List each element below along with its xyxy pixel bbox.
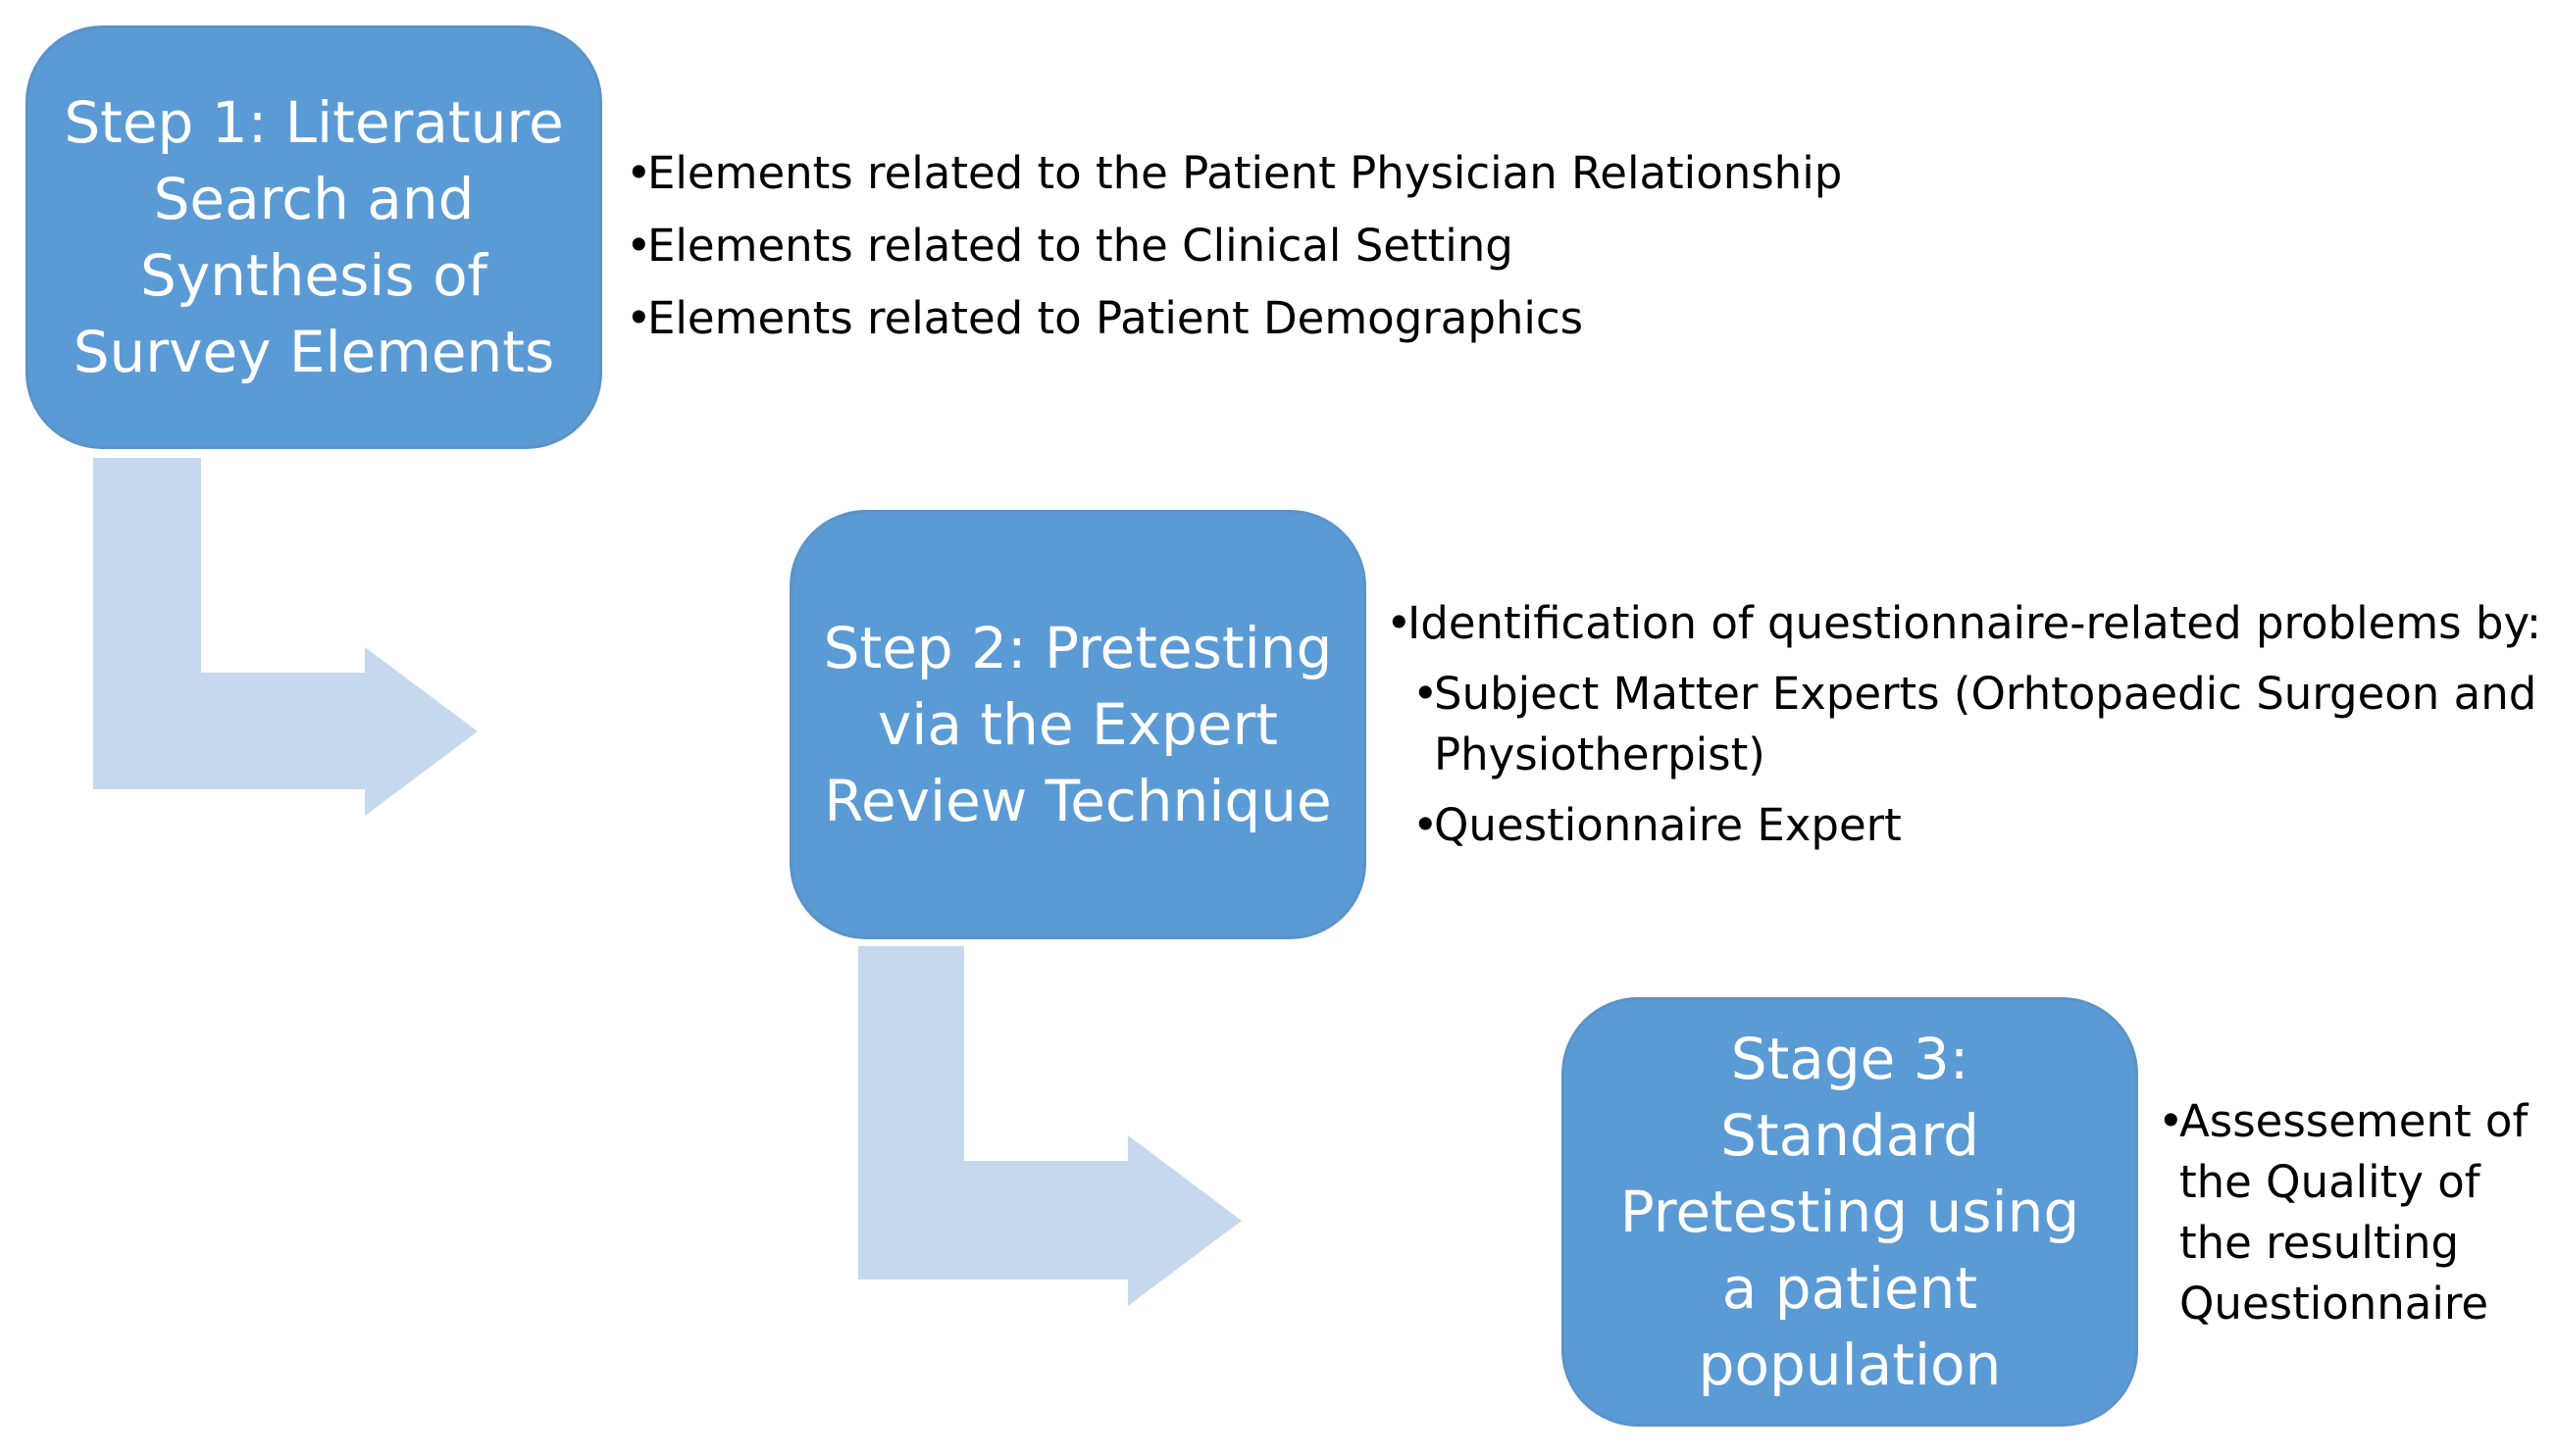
sub-bullet-item: Questionnaire Expert [1412,795,2543,856]
step-2-title: Step 2: Pretesting via the Expert Review… [823,615,1333,834]
sub-bullet-item: Subject Matter Experts (Orhtopaedic Surg… [1412,664,2543,785]
bent-arrow-icon [858,946,1242,1306]
step-3-box: Stage 3: Standard Pretesting using a pat… [1561,997,2138,1427]
bullet-item: Assessement of the Quality of the result… [2158,1091,2550,1334]
step-2-bullets: Identification of questionnaire-related … [1386,593,2543,866]
bullet-item: Elements related to Patient Demographics [626,282,1901,355]
bullet-item: Elements related to the Patient Physicia… [626,137,1901,210]
step-2-box: Step 2: Pretesting via the Expert Review… [790,510,1366,939]
step-1-box: Step 1: Literature Search and Synthesis … [26,25,602,449]
bullet-item: Elements related to the Clinical Setting [626,210,1901,282]
step-3-title: Stage 3: Standard Pretesting using a pat… [1619,1026,2080,1398]
step-3-bullets: Assessement of the Quality of the result… [2158,1091,2550,1334]
step-1-title: Step 1: Literature Search and Synthesis … [64,89,564,385]
step-1-bullets: Elements related to the Patient Physicia… [626,137,1901,355]
bullet-item: Identification of questionnaire-related … [1386,593,2543,654]
bent-arrow-icon [93,458,478,816]
